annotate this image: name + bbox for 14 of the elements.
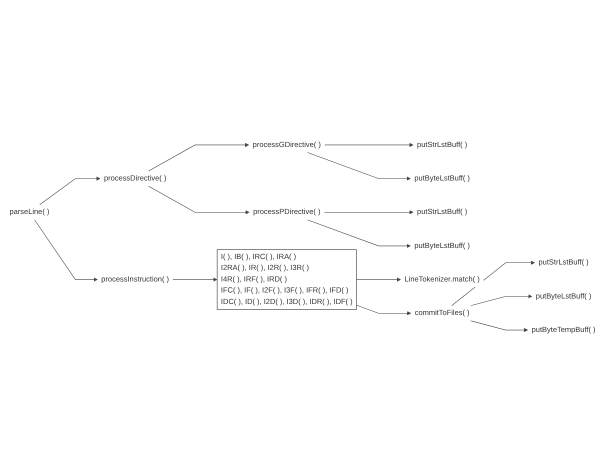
arrow [356,278,401,282]
arrow [324,142,414,147]
arrow [172,278,218,282]
arrow [356,304,412,316]
arrow [34,219,98,282]
arrow [470,294,532,306]
arrow [306,152,411,181]
arrow [148,186,250,214]
arrow [324,210,414,214]
arrow [470,320,528,332]
arrow [306,219,411,248]
arrow [451,260,535,306]
arrow [148,142,250,172]
arrow [39,176,100,206]
